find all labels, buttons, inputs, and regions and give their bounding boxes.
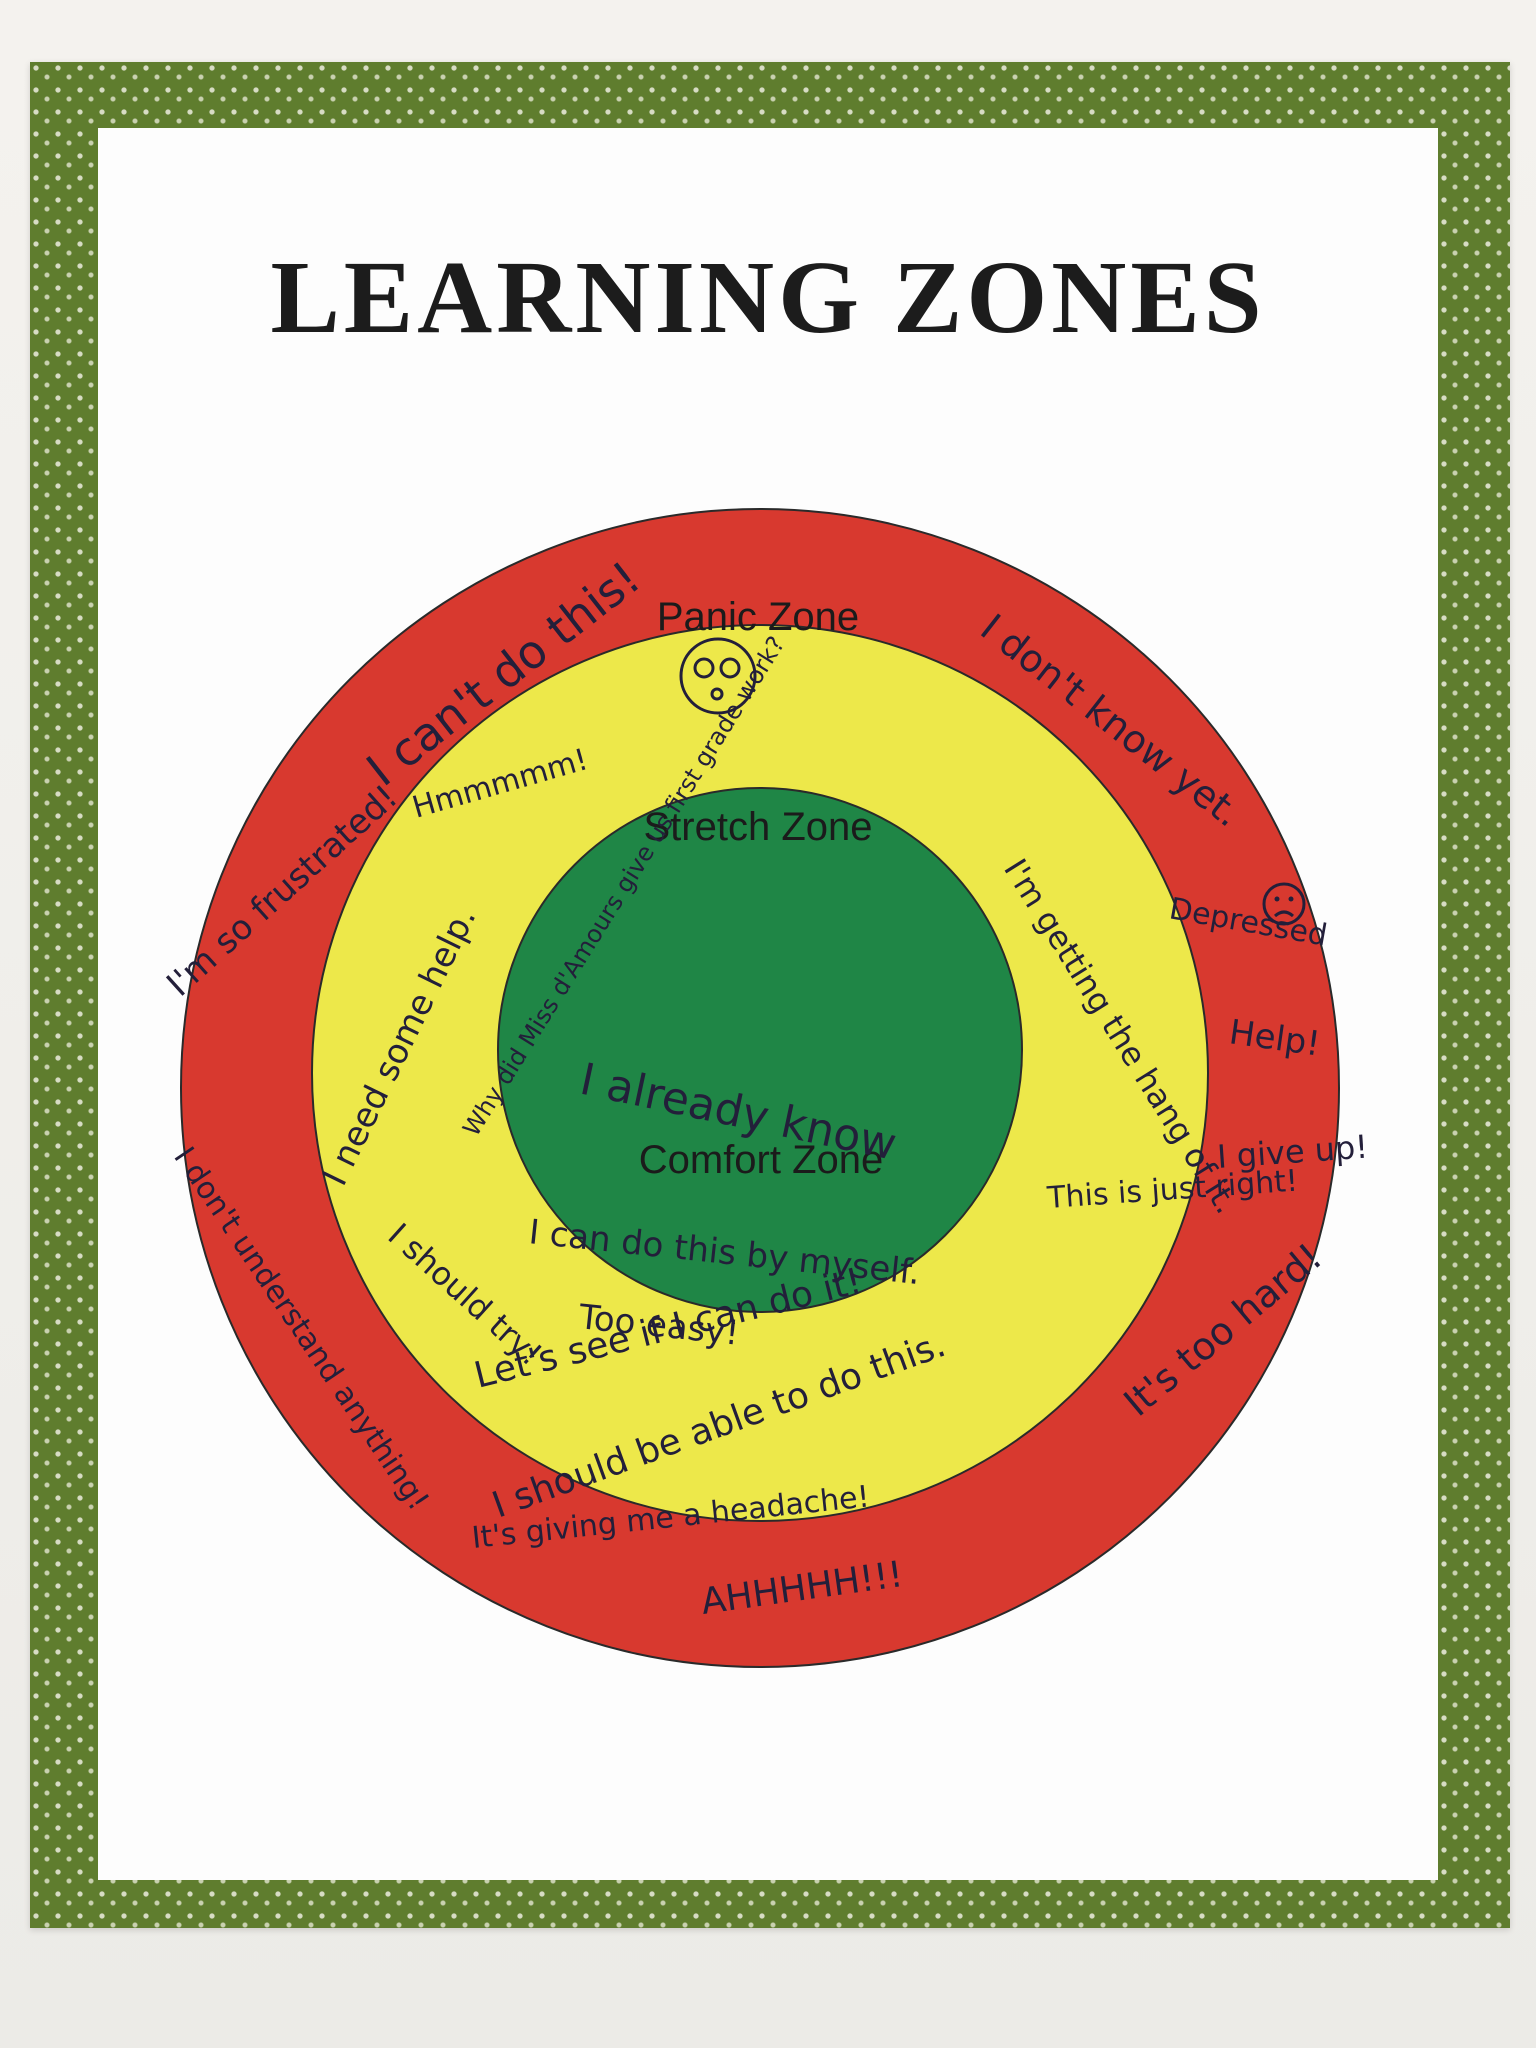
poster-border: LEARNING ZONES Panic Zone Stretch Zone C… bbox=[30, 62, 1510, 1928]
comfort-zone-circle bbox=[497, 787, 1023, 1313]
comfort-zone-label: Comfort Zone bbox=[639, 1138, 884, 1182]
poster-paper: LEARNING ZONES Panic Zone Stretch Zone C… bbox=[98, 128, 1438, 1880]
sad-face-icon bbox=[1262, 882, 1306, 926]
learning-zones-diagram: Panic Zone Stretch Zone Comfort Zone I c… bbox=[159, 508, 1369, 1668]
panic-zone-label: Panic Zone bbox=[657, 595, 859, 639]
poster-title: LEARNING ZONES bbox=[270, 240, 1266, 355]
stretch-zone-label: Stretch Zone bbox=[643, 805, 872, 849]
worried-face-icon bbox=[679, 637, 757, 715]
